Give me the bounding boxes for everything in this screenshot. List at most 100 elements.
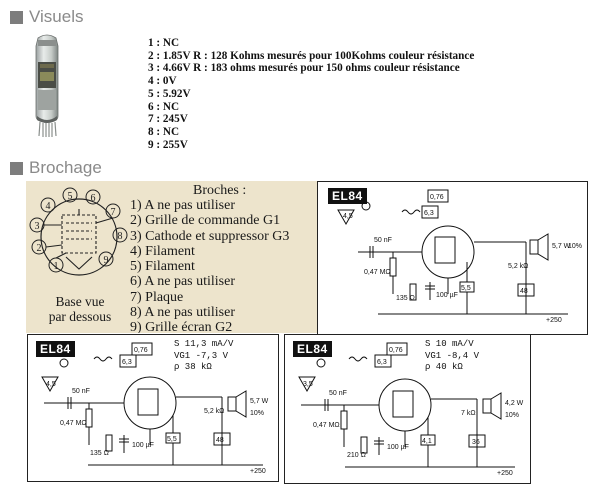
base-caption-line: par dessous <box>48 309 112 324</box>
tube-type-label: EL84 <box>36 341 75 357</box>
spec-line: ρ 38 kΩ <box>174 362 212 372</box>
distortion-label: 10% <box>250 410 264 417</box>
tube-base-diagram: 1 2 3 4 5 6 7 8 9 <box>29 187 128 276</box>
pin-number-label: 8 <box>118 231 123 242</box>
input-voltage-label: 3,5 <box>303 381 313 388</box>
schematic-el84-1: EL84 4,5 50 nF 0,47 M <box>317 181 588 335</box>
pin-circle <box>112 227 128 243</box>
tube-photo <box>35 34 59 137</box>
distortion-label: 10% <box>505 412 519 419</box>
tube-specs: S 10 mA/V VG1 -8,4 V ρ 40 kΩ <box>425 339 479 374</box>
section-title: Brochage <box>29 158 102 177</box>
pinout-item: 1) A ne pas utiliser <box>130 198 235 213</box>
schematic-drawing: 4,5 50 nF 0,47 MΩ 135 Ω 100 µF 0,76 6,3 … <box>337 189 582 324</box>
spec-line: VG1 -8,4 V <box>425 350 480 361</box>
pin-circle <box>40 197 56 213</box>
pin-number-label: 7 <box>111 207 116 218</box>
pinout-item: 6) A ne pas utiliser <box>130 274 235 290</box>
pin-number-label: 3 <box>35 221 40 232</box>
tube-specs: S 11,3 mA/V VG1 -7,3 V ρ 38 kΩ <box>174 339 233 374</box>
input-voltage-label: 4,5 <box>46 381 56 388</box>
load-label: 5,2 kΩ <box>508 263 528 270</box>
schematic-drawing: 3,5 50 nF 0,47 MΩ 210 Ω 100 µF 0,76 6,3 … <box>298 342 524 477</box>
pinout-list: 1) A ne pas utiliser 2) Grille de comman… <box>130 198 289 333</box>
load-label: 5,2 kΩ <box>204 408 224 415</box>
grid-resistor-label: 0,47 MΩ <box>313 422 340 429</box>
speaker-power-label: 5,7 W <box>552 243 571 250</box>
load-label: 7 kΩ <box>461 410 476 417</box>
coupling-cap-label: 50 nF <box>374 237 392 244</box>
pin-measurement-item: 9 : 255V <box>148 138 188 151</box>
pin-measurement-item: 6 : NC <box>148 100 180 113</box>
pin-number-label: 4 <box>46 201 51 212</box>
cathode-resistor-label: 135 Ω <box>396 295 415 302</box>
pinout-item: 9) Grille écran G2 <box>130 320 233 333</box>
base-caption-line: Base vue <box>55 294 105 309</box>
pin-measurement-item: 2 : 1.85V R : 128 Kohms mesurés pour 100… <box>148 49 475 62</box>
pin-number-label: 2 <box>37 243 42 254</box>
pin-measurement-item: 3 : 4.66V R : 183 ohms mesurés pour 150 … <box>148 62 460 75</box>
plate-voltage-box: 0,76 <box>430 194 444 201</box>
cathode-resistor-label: 210 Ω <box>347 452 366 459</box>
screen-voltage-box: 5,5 <box>461 285 471 292</box>
spec-line: ρ 40 kΩ <box>425 362 463 372</box>
pin-measurement-list: 1 : NC 2 : 1.85V R : 128 Kohms mesurés p… <box>148 37 474 151</box>
pin-measurement-item: 8 : NC <box>148 125 180 138</box>
pin-measurement-item: 1 : NC <box>148 37 180 49</box>
screen-voltage-box: 5,5 <box>167 436 177 443</box>
pin-circle <box>62 187 78 203</box>
schematic-drawing: 4,5 50 nF 0,47 MΩ 135 Ω 100 µF 0,76 6,3 … <box>41 342 269 475</box>
pinout-item: 5) Filament <box>130 259 195 275</box>
cathode-cap-label: 100 µF <box>132 442 154 449</box>
pinout-item: 3) Cathode et suppressor G3 <box>130 228 290 244</box>
tube-type-label: EL84 <box>293 341 332 357</box>
schematic-el84-3: EL84 S 10 mA/V VG1 -8,4 V ρ 40 kΩ <box>284 334 531 484</box>
input-voltage-label: 4,5 <box>343 213 353 220</box>
section-bullet-icon <box>10 161 23 175</box>
heater-box: 6,3 <box>377 359 387 366</box>
current-box: 36 <box>472 439 480 446</box>
pin-number-label: 1 <box>54 261 59 272</box>
distortion-label: 10% <box>568 243 582 250</box>
grid-resistor-label: 0,47 MΩ <box>364 269 391 276</box>
spec-line: S 10 mA/V <box>425 339 474 349</box>
pin-measurement-item: 4 : 0V <box>148 75 177 88</box>
supply-label: +250 <box>497 470 513 477</box>
speaker-power-label: 5,7 W <box>250 398 269 405</box>
pin-measurement-item: 5 : 5.92V <box>148 87 191 100</box>
coupling-cap-label: 50 nF <box>329 390 347 397</box>
pin-circle <box>85 189 101 205</box>
supply-label: +250 <box>546 317 562 324</box>
pinout-item: 4) Filament <box>130 243 195 259</box>
current-box: 48 <box>216 437 224 444</box>
heater-box: 6,3 <box>424 210 434 217</box>
spec-line: S 11,3 mA/V <box>174 339 234 349</box>
base-caption: Base vue par dessous <box>32 294 128 324</box>
supply-label: +250 <box>250 468 266 475</box>
cathode-cap-label: 100 µF <box>436 292 458 299</box>
section-header-brochage: Brochage <box>10 158 102 178</box>
schematic-el84-2: EL84 S 11,3 mA/V VG1 -7,3 V ρ 38 kΩ <box>27 334 279 482</box>
pin-number-label: 6 <box>91 193 96 204</box>
pin-circle <box>98 251 114 267</box>
section-title: Visuels <box>29 7 84 26</box>
speaker-power-label: 4,2 W <box>505 400 524 407</box>
spec-line: VG1 -7,3 V <box>174 350 229 361</box>
coupling-cap-label: 50 nF <box>72 388 90 395</box>
pinout-item: 2) Grille de commande G1 <box>130 213 281 229</box>
cathode-cap-label: 100 µF <box>387 444 409 451</box>
screen-voltage-box: 4,1 <box>422 438 432 445</box>
pinout-item: 7) Plaque <box>130 289 184 305</box>
heater-box: 6,3 <box>122 359 132 366</box>
pin-measurement-item: 7 : 245V <box>148 113 188 126</box>
pinout-card: 1 2 3 4 5 6 7 8 9 Base vue par dessous B… <box>26 181 317 333</box>
plate-voltage-box: 0,76 <box>134 347 148 354</box>
tube-type-label: EL84 <box>328 188 367 204</box>
pinout-item: 8) A ne pas utiliser <box>130 305 235 321</box>
grid-resistor-label: 0,47 MΩ <box>60 420 87 427</box>
section-header-visuels: Visuels <box>10 7 84 27</box>
plate-voltage-box: 0,76 <box>389 347 403 354</box>
section-bullet-icon <box>10 10 23 24</box>
current-box: 48 <box>520 288 528 295</box>
pin-number-label: 5 <box>68 191 73 202</box>
